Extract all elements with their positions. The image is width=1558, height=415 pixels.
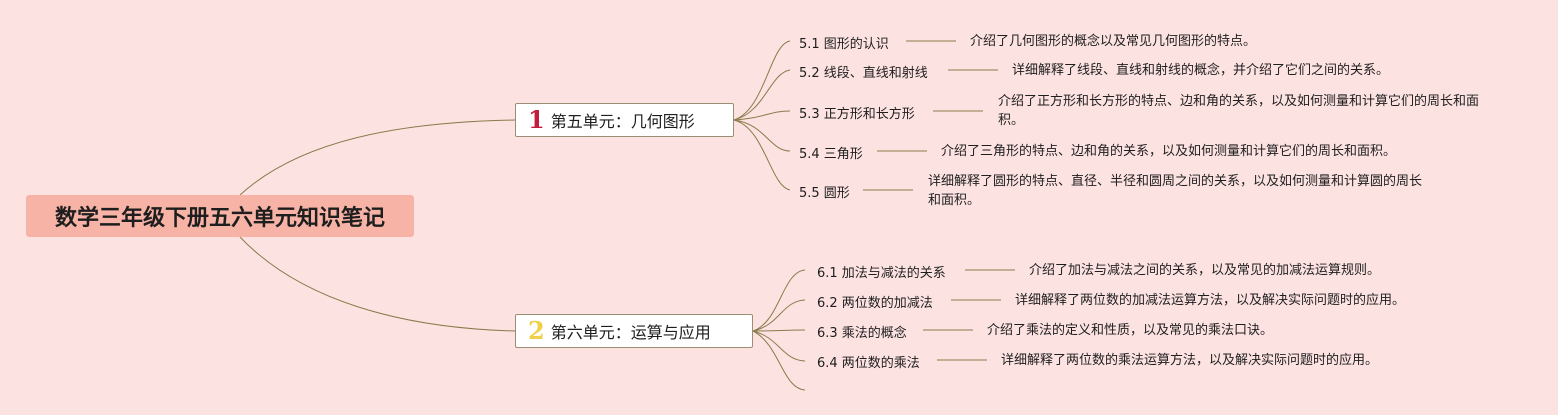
- root-node[interactable]: 数学三年级下册五六单元知识笔记: [26, 195, 414, 237]
- lesson-desc-5-5: 详细解释了圆形的特点、直径、半径和圆周之间的关系，以及如何测量和计算圆的周长和面…: [928, 174, 1423, 208]
- root-title: 数学三年级下册五六单元知识笔记: [54, 206, 385, 231]
- unit-title: 第六单元：运算与应用: [550, 323, 711, 342]
- lesson-desc-6-2: 详细解释了两位数的加减法运算方法，以及解决实际问题时的应用。: [1015, 293, 1406, 308]
- lesson-node-6-2[interactable]: 6.2 两位数的加减法: [817, 296, 933, 311]
- lesson-node-5-1[interactable]: 5.1 图形的认识: [799, 37, 889, 52]
- lesson-desc-6-1: 介绍了加法与减法之间的关系，以及常见的加减法运算规则。: [1029, 263, 1381, 278]
- lesson-desc-6-3: 介绍了乘法的定义和性质，以及常见的乘法口诀。: [987, 323, 1274, 338]
- unit-node-6[interactable]: 2 第六单元：运算与应用: [515, 314, 753, 348]
- lesson-desc-5-1: 介绍了几何图形的概念以及常见几何图形的特点。: [970, 34, 1257, 49]
- lesson-node-6-4[interactable]: 6.4 两位数的乘法: [817, 356, 920, 371]
- lesson-node-5-4[interactable]: 5.4 三角形: [799, 147, 863, 162]
- lesson-desc-5-2: 详细解释了线段、直线和射线的概念，并介绍了它们之间的关系。: [1012, 63, 1390, 78]
- lesson-node-6-3[interactable]: 6.3 乘法的概念: [817, 326, 907, 341]
- unit-title: 第五单元：几何图形: [550, 112, 695, 131]
- unit-node-5[interactable]: 1 第五单元：几何图形: [515, 103, 734, 137]
- lesson-desc-6-4: 详细解释了两位数的乘法运算方法，以及解决实际问题时的应用。: [1001, 353, 1379, 368]
- lesson-node-5-3[interactable]: 5.3 正方形和长方形: [799, 107, 915, 122]
- lesson-node-6-1[interactable]: 6.1 加法与减法的关系: [817, 266, 946, 281]
- lesson-desc-5-4: 介绍了三角形的特点、边和角的关系，以及如何测量和计算它们的周长和面积。: [941, 144, 1397, 159]
- number-one-badge-icon: 1: [528, 105, 545, 134]
- number-two-badge-icon: 2: [528, 316, 545, 345]
- lesson-node-5-2[interactable]: 5.2 线段、直线和射线: [799, 66, 928, 81]
- lesson-desc-5-3: 介绍了正方形和长方形的特点、边和角的关系，以及如何测量和计算它们的周长和面积。: [998, 94, 1480, 128]
- lesson-node-5-5[interactable]: 5.5 圆形: [799, 186, 850, 201]
